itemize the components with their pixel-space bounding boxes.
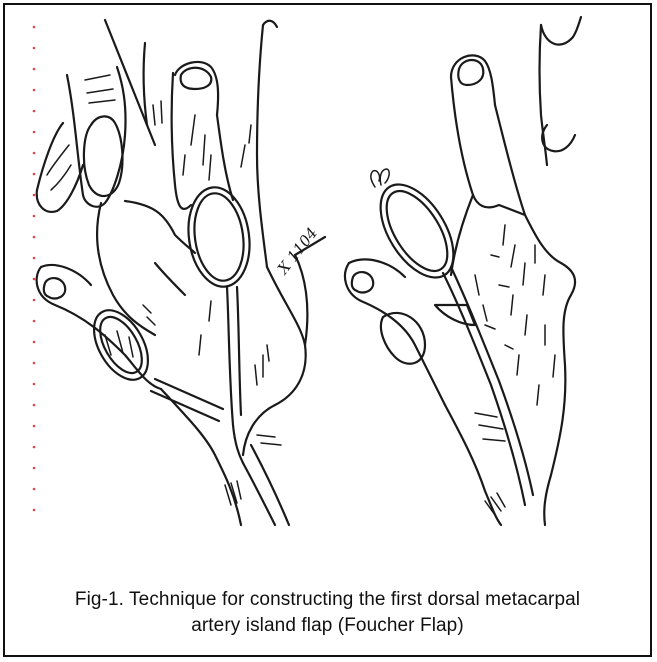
- surgical-illustration: X 1104: [5, 5, 654, 570]
- left-hand-drawing: X 1104: [37, 20, 325, 525]
- illustration-svg: X 1104: [5, 5, 654, 570]
- caption-line-1: Fig-1. Technique for constructing the fi…: [15, 587, 640, 613]
- figure-frame: X 1104: [3, 3, 652, 657]
- margin-dots: [33, 26, 36, 512]
- caption-line-2: artery island flap (Foucher Flap): [15, 613, 640, 639]
- right-hand-drawing: [345, 17, 581, 525]
- left-panel-annotation: X 1104: [273, 224, 321, 278]
- figure-caption: Fig-1. Technique for constructing the fi…: [15, 587, 640, 639]
